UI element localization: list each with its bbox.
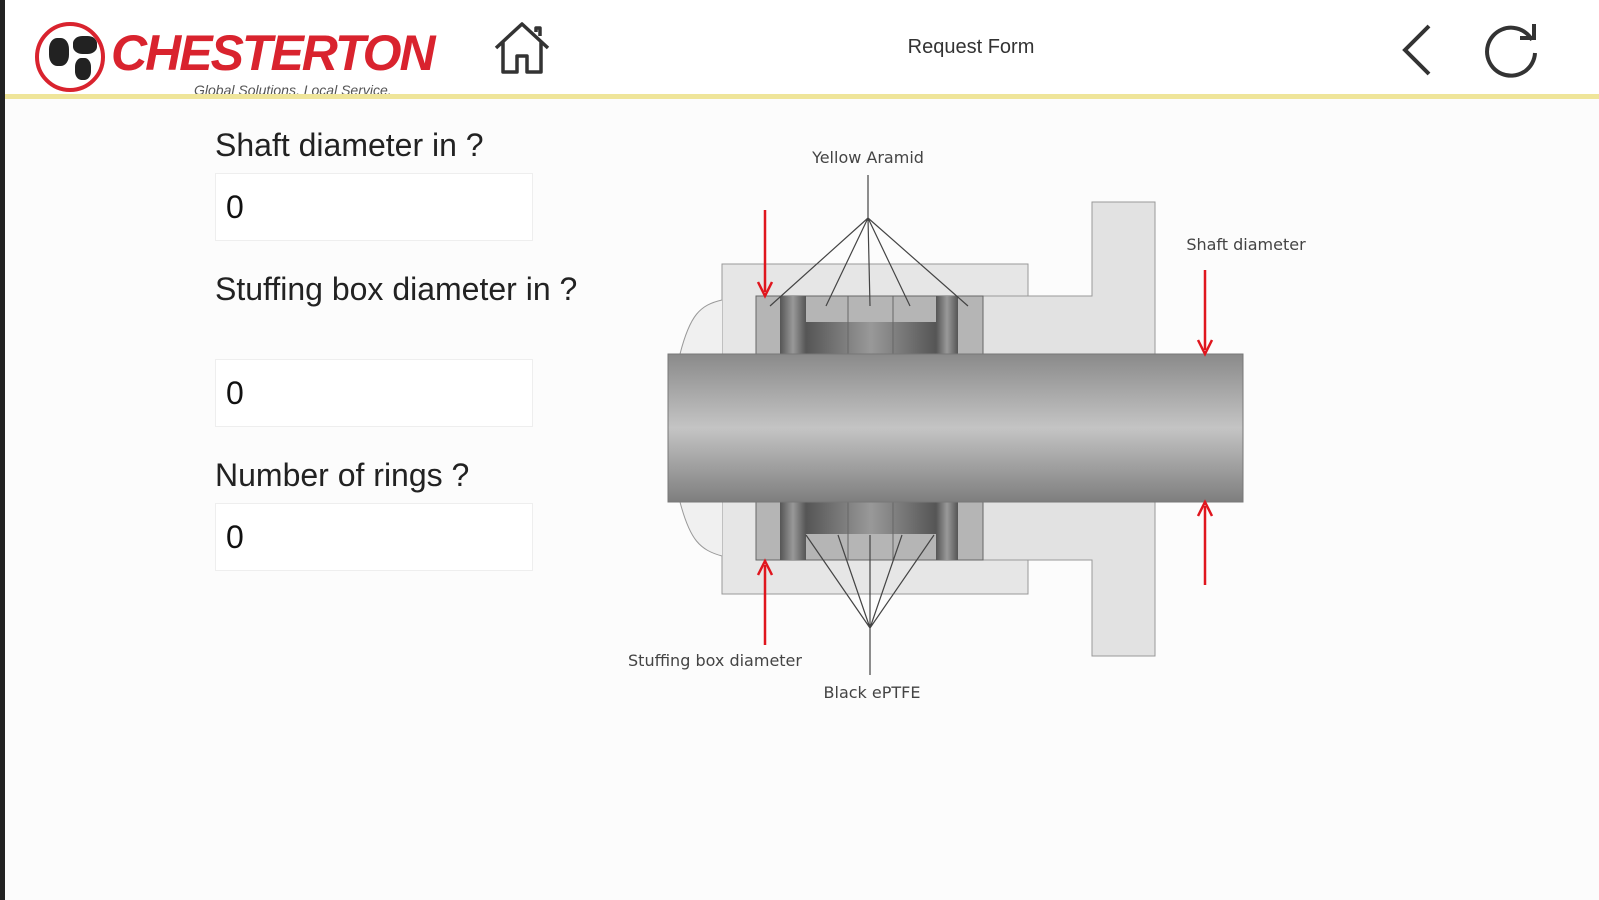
header-divider	[5, 94, 1599, 99]
refresh-icon[interactable]	[1480, 18, 1542, 80]
dimension-arrows	[756, 210, 1214, 645]
yellow-aramid-label: Yellow Aramid	[811, 148, 924, 167]
shaft-diameter-diagram-label: Shaft diameter	[1186, 235, 1306, 254]
home-icon[interactable]	[490, 20, 554, 76]
shaft-diameter-label: Shaft diameter in ?	[215, 127, 484, 163]
page-title: Request Form	[907, 36, 1035, 58]
shaft	[667, 353, 1244, 503]
chevron-left-icon[interactable]	[1397, 22, 1437, 78]
globe-icon	[35, 22, 105, 92]
packing-rings	[755, 295, 984, 561]
stuffing-box-housing	[679, 263, 1029, 595]
header-bar: CHESTERTON Global Solutions, Local Servi…	[5, 0, 1599, 98]
number-of-rings-label: Number of rings ?	[215, 457, 470, 493]
window-border	[0, 0, 5, 900]
leader-lines	[769, 175, 969, 675]
gland-flange	[982, 201, 1156, 657]
black-eptfe-label: Black ePTFE	[824, 683, 921, 702]
stuffing-box-diameter-input[interactable]: 0	[215, 359, 533, 427]
number-of-rings-input[interactable]: 0	[215, 503, 533, 571]
stuffing-box-diameter-diagram-label: Stuffing box diameter	[628, 651, 802, 670]
brand-name: CHESTERTON	[111, 25, 436, 81]
shaft-diameter-input[interactable]: 0	[215, 173, 533, 241]
stuffing-box-diameter-label: Stuffing box diameter in ?	[215, 271, 578, 307]
chesterton-logo[interactable]: CHESTERTON Global Solutions, Local Servi…	[19, 10, 449, 98]
